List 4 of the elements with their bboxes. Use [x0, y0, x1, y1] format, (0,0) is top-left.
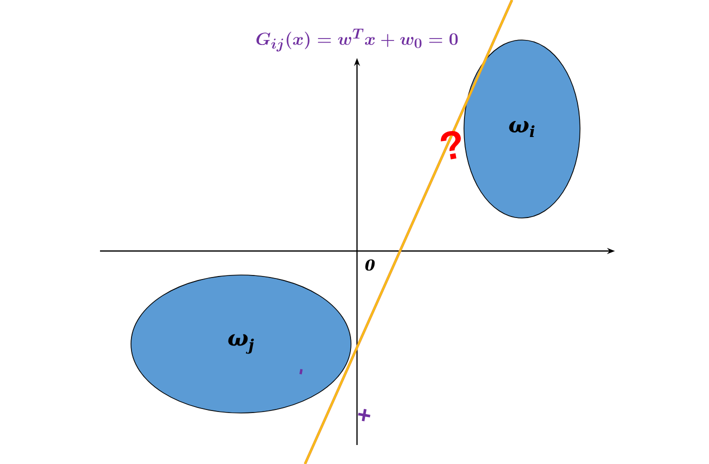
- origin-label: 0: [365, 259, 375, 271]
- minus-sign: -: [299, 368, 303, 374]
- plus-sign: +: [358, 408, 370, 422]
- equation: $G_{ij}(x) = w^{T}x + w_{0} =0$: [256, 28, 458, 52]
